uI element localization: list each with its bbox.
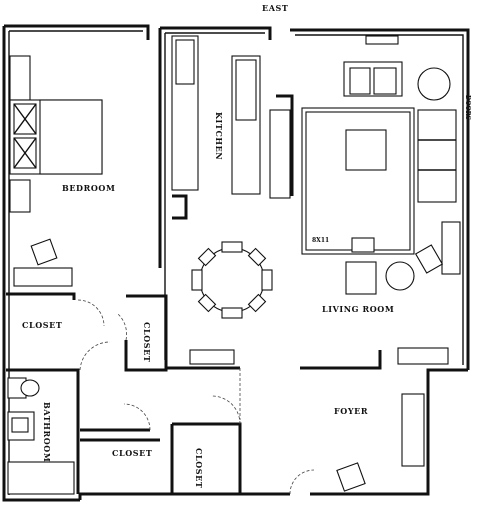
dining-chair-right [261, 269, 273, 291]
room-label-bedroom: BEDROOM [62, 183, 115, 193]
side-table-small [385, 261, 415, 291]
side-table-round [417, 67, 451, 101]
entry-door-swing [289, 469, 315, 495]
room-label-living-room: LIVING ROOM [322, 304, 394, 314]
room-label-closet-lower: CLOSET [112, 448, 152, 458]
sink [11, 417, 29, 433]
dining-chair-br [247, 293, 267, 313]
bed-blanket [39, 99, 103, 175]
room-label-closet-small: CLOSET [142, 322, 152, 362]
dining-chair-bottom [221, 307, 243, 319]
accent-chair [414, 244, 444, 274]
dining-chair-bl [197, 293, 217, 313]
nightstand-top [9, 55, 31, 101]
bathroom-fixtures [7, 377, 75, 495]
dining-chair-left [191, 269, 203, 291]
room-label-closet-left: CLOSET [22, 320, 62, 330]
dining-set [191, 241, 273, 319]
rug-size-label: 8X11 [312, 237, 329, 244]
nightstand-bottom [9, 179, 31, 213]
sofa-right [417, 109, 457, 203]
foyer-furniture [289, 393, 425, 495]
kitchen-fixtures [171, 35, 291, 199]
room-label-foyer: FOYER [334, 406, 368, 416]
compass-label: EAST [262, 3, 288, 13]
foyer-chair [336, 462, 366, 492]
ottoman [351, 237, 375, 253]
sofa-cushion-1 [349, 67, 371, 95]
dining-chair-tl [197, 247, 217, 267]
bedroom-chair [30, 238, 58, 266]
kitchen-island [269, 109, 291, 199]
room-label-kitchen: KITCHEN [214, 112, 224, 160]
bathtub [7, 461, 75, 495]
toilet-bowl [20, 379, 40, 397]
coffee-table [345, 129, 387, 171]
outer-walls [2, 24, 470, 502]
dining-chair-top [221, 241, 243, 253]
cabinet [441, 221, 461, 275]
bedroom-furniture [9, 55, 103, 287]
dining-chair-tr [247, 247, 267, 267]
room-label-closet-bottom: CLOSET [194, 448, 204, 488]
console-table [397, 347, 449, 365]
sofa-cushion-2 [373, 67, 397, 95]
sink-counter [235, 59, 257, 121]
room-label-bathroom: BATHROOM [42, 402, 52, 462]
door-swings [77, 299, 241, 431]
sideboard [189, 349, 235, 365]
foyer-bench [401, 393, 425, 467]
stove [175, 39, 195, 85]
living-room-furniture [301, 35, 461, 365]
window-seat [365, 35, 399, 45]
desk [13, 267, 73, 287]
armchair [345, 261, 377, 295]
